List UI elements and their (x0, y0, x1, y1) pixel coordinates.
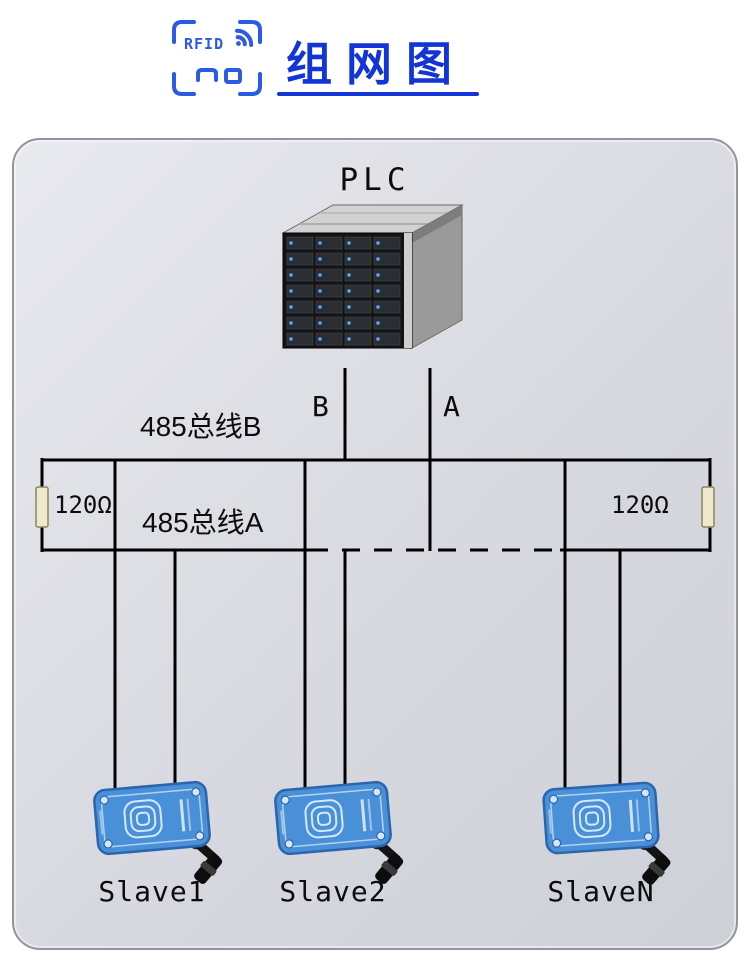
logo-square-glyph (224, 68, 242, 84)
logo-text: RFID (184, 35, 224, 53)
slave2-label: Slave2 (279, 875, 387, 908)
logo-bracket-bottom-left (172, 72, 196, 96)
title-underline (277, 92, 479, 96)
logo-bracket-top-left (172, 20, 196, 44)
wifi-signal-icon (235, 28, 254, 47)
bus-b-label: 485总线B (140, 411, 262, 442)
diagram-panel (12, 138, 738, 950)
terminator-right-label: 120Ω (611, 491, 669, 519)
logo-tag-glyph (196, 68, 218, 82)
wire-b-label: B (312, 390, 329, 423)
bus-a-label: 485总线A (142, 507, 264, 538)
logo-bracket-bottom-right (238, 72, 262, 96)
terminator-left-label: 120Ω (54, 491, 112, 519)
rfid-logo: RFID (172, 20, 262, 96)
slaven-label: SlaveN (547, 875, 655, 908)
page-title: 组网图 (286, 38, 466, 90)
wire-a-label: A (443, 390, 460, 423)
plc-label: PLC (339, 162, 411, 198)
slave1-label: Slave1 (98, 875, 206, 908)
logo-bracket-top-right (238, 20, 262, 44)
